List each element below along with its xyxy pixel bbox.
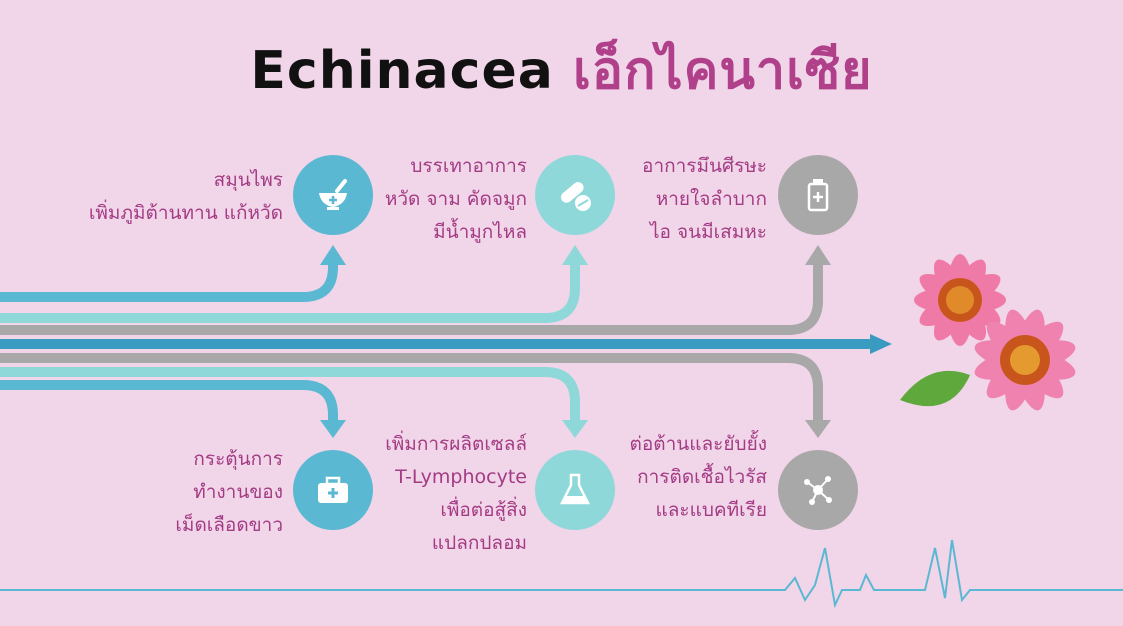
benefit-text-t-lymphocyte: เพิ่มการผลิตเซลล์ T-Lymphocyte เพื่อต่อส…: [385, 428, 527, 560]
first-aid-kit-icon: [293, 450, 373, 530]
text-line: เพิ่มการผลิตเซลล์: [385, 433, 527, 455]
text-line: เพิ่มภูมิต้านทาน แก้หวัด: [88, 202, 283, 224]
text-line: ไอ จนมีเสมหะ: [650, 221, 767, 243]
benefit-text-herb: สมุนไพร เพิ่มภูมิต้านทาน แก้หวัด: [89, 164, 283, 230]
text-line: แปลกปลอม: [431, 532, 527, 554]
title-thai: เอ็กไคนาเซีย: [572, 41, 873, 101]
mortar-pestle-icon: [293, 155, 373, 235]
arrow-head-bottom-1: [320, 420, 346, 438]
benefit-text-anti-infection: ต่อต้านและยับยั้ง การติดเชื้อไวรัส และแบ…: [630, 428, 767, 527]
flow-line-top-1: [0, 262, 338, 302]
text-line: การติดเชื้อไวรัส: [637, 466, 767, 488]
heartbeat-line: [0, 539, 1123, 609]
benefit-text-cold-relief: บรรเทาอาการ หวัด จาม คัดจมูก มีน้ำมูกไหล: [385, 150, 527, 249]
arrow-head-top-3: [805, 245, 831, 265]
arrow-head-bottom-2: [562, 420, 588, 438]
text-line: และแบคทีเรีย: [655, 499, 767, 521]
flow-line-top-3: [0, 262, 823, 335]
title-english: Echinacea: [250, 41, 554, 101]
arrow-head-top-2: [562, 245, 588, 265]
text-line: มีน้ำมูกไหล: [433, 221, 527, 243]
molecule-icon: [778, 450, 858, 530]
benefit-text-white-blood-cells: กระตุ้นการ ทำงานของ เม็ดเลือดขาว: [175, 443, 283, 542]
flow-line-top-2: [0, 262, 580, 323]
text-line: หายใจลำบาก: [655, 188, 767, 210]
medicine-bottle-icon: [778, 155, 858, 235]
text-line: T-Lymphocyte: [395, 466, 527, 488]
text-line: สมุนไพร: [213, 169, 283, 191]
page-title: Echinacea เอ็กไคนาเซีย: [0, 28, 1123, 111]
flow-line-bottom-1: [0, 380, 338, 422]
text-line: ต่อต้านและยับยั้ง: [629, 433, 767, 455]
text-line: หวัด จาม คัดจมูก: [384, 188, 527, 210]
text-line: เพื่อต่อสู้สิ่ง: [440, 499, 527, 521]
text-line: เม็ดเลือดขาว: [175, 514, 283, 536]
benefit-text-symptoms: อาการมึนศีรษะ หายใจลำบาก ไอ จนมีเสมหะ: [642, 150, 767, 249]
text-line: ทำงานของ: [193, 481, 283, 503]
flask-icon: [535, 450, 615, 530]
flow-line-bottom-3: [0, 353, 823, 422]
flow-line-bottom-2: [0, 367, 580, 422]
text-line: อาการมึนศีรษะ: [642, 155, 767, 177]
text-line: บรรเทาอาการ: [410, 155, 527, 177]
main-arrow-head: [870, 334, 892, 354]
pills-icon: [535, 155, 615, 235]
arrow-head-top-1: [320, 245, 346, 265]
arrow-head-bottom-3: [805, 420, 831, 438]
echinacea-flower-image: [900, 254, 1076, 411]
text-line: กระตุ้นการ: [193, 448, 283, 470]
